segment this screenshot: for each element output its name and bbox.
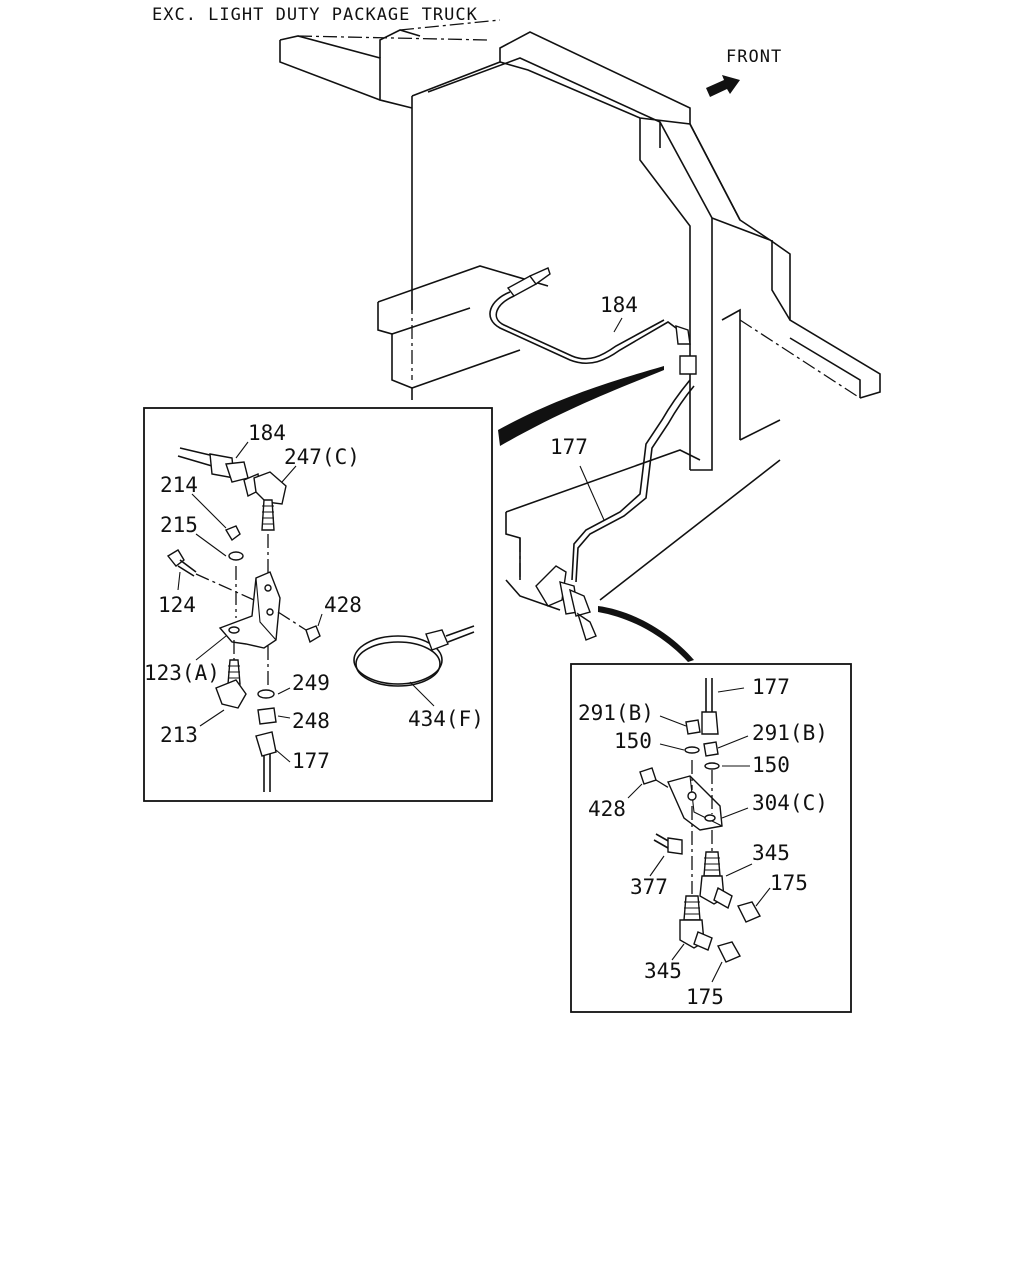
- inset-right-washer-150-left: [684, 746, 700, 754]
- inset-left-nut-248: [257, 707, 277, 725]
- inset-right-nut-291-right: [703, 741, 719, 757]
- inset-right-label-428: 428: [588, 797, 626, 821]
- inset-left-clamp-434: [353, 625, 475, 687]
- callout-184-main: 184: [600, 293, 638, 317]
- callout-arc-left: [498, 366, 664, 446]
- diagram-header: EXC. LIGHT DUTY PACKAGE TRUCK: [152, 5, 478, 25]
- inset-right-bracket-304: [667, 775, 723, 831]
- inset-right-nut-428: [639, 767, 657, 785]
- inset-left-label-177: 177: [292, 749, 330, 773]
- inset-left-label-428: 428: [324, 593, 362, 617]
- inset-left-label-213: 213: [160, 723, 198, 747]
- inset-right-label-345-lower: 345: [644, 959, 682, 983]
- inset-left-bracket-123: [218, 571, 281, 649]
- tube-184: [489, 267, 697, 375]
- inset-right-label-150-right: 150: [752, 753, 790, 777]
- inset-left-tee-247: [253, 471, 287, 531]
- front-label: FRONT: [726, 47, 782, 67]
- callout-177-main: 177: [550, 435, 588, 459]
- inset-left-label-215: 215: [160, 513, 198, 537]
- inset-right-cap-175-lower: [716, 941, 741, 963]
- inset-right-washer-150-right: [704, 762, 720, 770]
- inset-right-bolt-377: [653, 833, 683, 855]
- inset-right-label-291-right: 291(B): [752, 721, 828, 745]
- inset-left-nut-214: [224, 525, 241, 542]
- inset-right-label-377: 377: [630, 875, 668, 899]
- front-arrow-icon: [706, 75, 740, 97]
- inset-right-label-175-upper: 175: [770, 871, 808, 895]
- inset-right-label-150-left: 150: [614, 729, 652, 753]
- inset-left-label-214: 214: [160, 473, 198, 497]
- inset-left-label-248: 248: [292, 709, 330, 733]
- chassis-frame: [279, 19, 881, 611]
- inset-right-cap-175-upper: [736, 901, 761, 923]
- inset-left-washer-215: [228, 551, 244, 561]
- joint-assembly-main: [535, 565, 597, 641]
- inset-left-washer-249: [257, 689, 275, 699]
- inset-left-tube-177: [255, 731, 277, 792]
- inset-right-tube-177: [701, 678, 719, 735]
- inset-left-bolt-124: [166, 549, 197, 577]
- inset-right-label-291-left: 291(B): [578, 701, 654, 725]
- inset-right-label-345-upper: 345: [752, 841, 790, 865]
- inset-left-label-434: 434(F): [408, 707, 484, 731]
- inset-left-label-247: 247(C): [284, 445, 360, 469]
- inset-left-label-184: 184: [248, 421, 286, 445]
- inset-right-elbow-345-lower: [679, 895, 713, 951]
- inset-right-label-175-lower: 175: [686, 985, 724, 1009]
- inset-right-label-177: 177: [752, 675, 790, 699]
- callout-arc-right: [598, 606, 694, 662]
- inset-right-nut-291-left: [685, 719, 701, 735]
- inset-left-label-124: 124: [158, 593, 196, 617]
- tube-177: [571, 379, 695, 583]
- inset-right-elbow-345-upper: [699, 851, 733, 910]
- inset-right-label-304: 304(C): [752, 791, 828, 815]
- inset-right-frame: [570, 663, 852, 1013]
- inset-left-label-123: 123(A): [144, 661, 220, 685]
- inset-left-nut-428: [305, 625, 321, 644]
- inset-left-frame: [143, 407, 493, 802]
- inset-left-label-249: 249: [292, 671, 330, 695]
- inset-left-tee-213: [215, 659, 247, 709]
